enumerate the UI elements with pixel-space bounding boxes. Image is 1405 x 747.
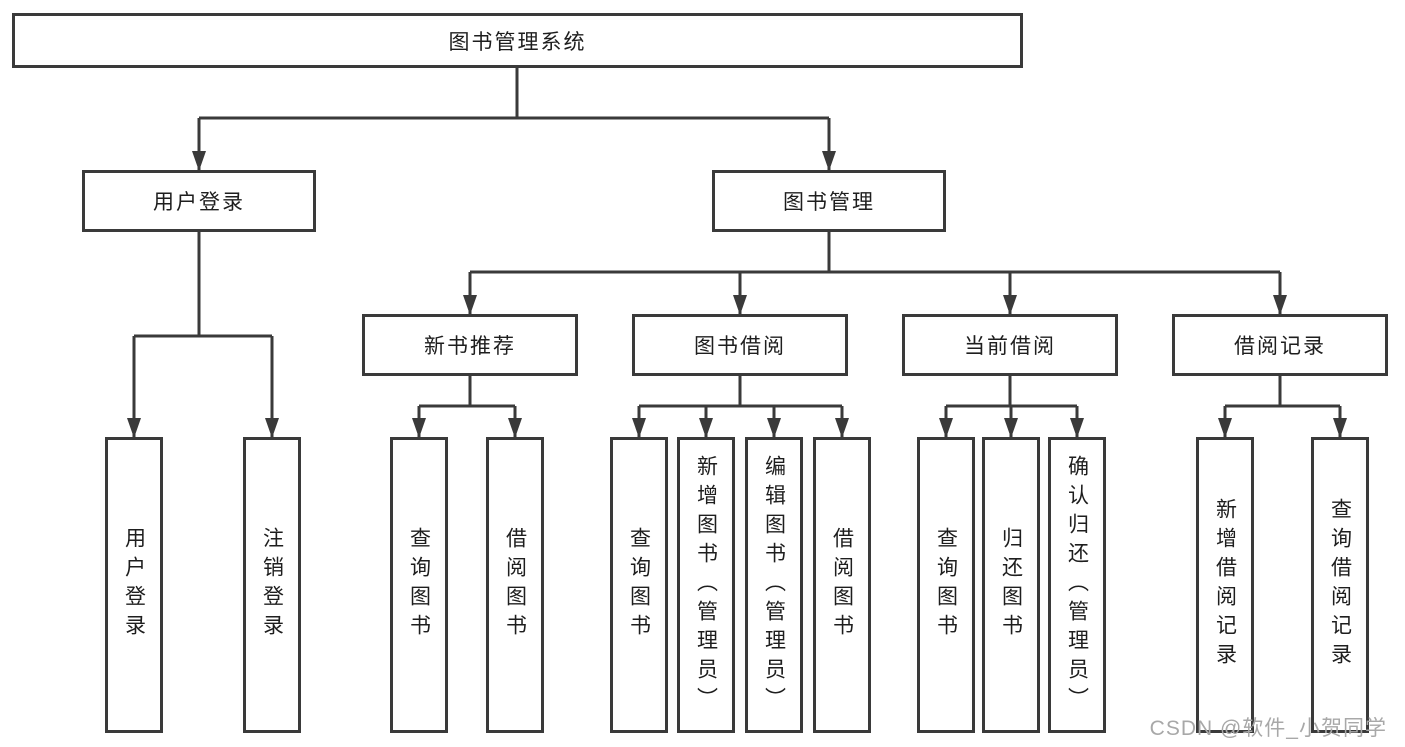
node-new-book-recommend: 新书推荐 — [362, 314, 578, 376]
leaf-logout-login: 注销登录 — [243, 437, 301, 733]
leaf-edit-book-admin-label: 编辑图书（管理员） — [762, 454, 786, 716]
leaf-user-login-label: 用户登录 — [122, 527, 146, 643]
node-borrowing-records: 借阅记录 — [1172, 314, 1388, 376]
leaf-query-books-recommend-label: 查询图书 — [407, 527, 431, 643]
leaf-query-books-current-label: 查询图书 — [934, 527, 958, 643]
node-library-system: 图书管理系统 — [12, 13, 1023, 68]
leaf-user-login: 用户登录 — [105, 437, 163, 733]
leaf-confirm-return-admin-label: 确认归还（管理员） — [1065, 454, 1089, 716]
node-book-management: 图书管理 — [712, 170, 946, 232]
leaf-edit-book-admin: 编辑图书（管理员） — [745, 437, 803, 733]
leaf-add-borrow-record-label: 新增借阅记录 — [1213, 498, 1237, 672]
leaf-return-book: 归还图书 — [982, 437, 1040, 733]
leaf-add-borrow-record: 新增借阅记录 — [1196, 437, 1254, 733]
leaf-logout-login-label: 注销登录 — [260, 527, 284, 643]
leaf-query-books-borrowing: 查询图书 — [610, 437, 668, 733]
leaf-query-books-borrowing-label: 查询图书 — [627, 527, 651, 643]
leaf-add-book-admin-label: 新增图书（管理员） — [694, 454, 718, 716]
leaf-borrow-books-recommend-label: 借阅图书 — [503, 527, 527, 643]
leaf-confirm-return-admin: 确认归还（管理员） — [1048, 437, 1106, 733]
leaf-borrow-books: 借阅图书 — [813, 437, 871, 733]
leaf-query-borrow-record-label: 查询借阅记录 — [1328, 498, 1352, 672]
leaf-query-borrow-record: 查询借阅记录 — [1311, 437, 1369, 733]
leaf-add-book-admin: 新增图书（管理员） — [677, 437, 735, 733]
node-current-borrowing: 当前借阅 — [902, 314, 1118, 376]
csdn-watermark: CSDN @软件_小贺同学 — [1149, 717, 1387, 740]
node-book-borrowing: 图书借阅 — [632, 314, 848, 376]
leaf-query-books-current: 查询图书 — [917, 437, 975, 733]
node-user-login: 用户登录 — [82, 170, 316, 232]
leaf-query-books-recommend: 查询图书 — [390, 437, 448, 733]
leaf-borrow-books-recommend: 借阅图书 — [486, 437, 544, 733]
leaf-borrow-books-label: 借阅图书 — [830, 527, 854, 643]
leaf-return-book-label: 归还图书 — [999, 527, 1023, 643]
